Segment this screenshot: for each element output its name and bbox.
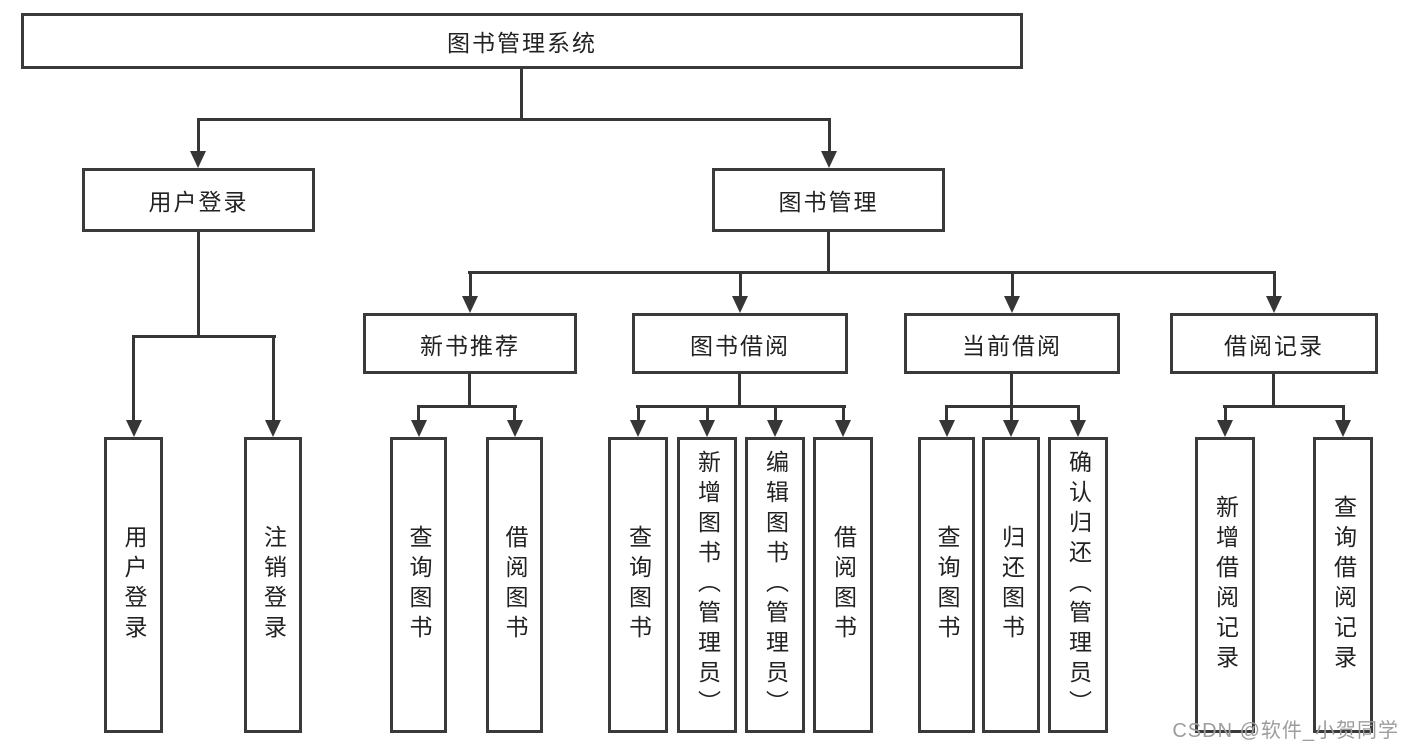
node-book-borrowing: 图书借阅 [632,313,848,374]
connector-book-borrow-stem [738,374,741,408]
connector-leaf-drop [1342,405,1345,423]
leaf-label: 用户登录 [121,525,147,645]
connector-leaf-drop [842,405,845,423]
connector-leaf-drop [1224,405,1227,423]
connector-book-mgmt-bus [468,271,1276,274]
connector-current-borrow-stem [1010,374,1013,408]
leaf-label: 注销登录 [260,525,287,645]
arrowhead-leaf [507,420,523,437]
connector-section-drop [739,271,742,299]
connector-new-book-bus [417,405,517,408]
leaf-query-borrow-record: 查询借阅记录 [1313,437,1373,733]
leaf-return-book: 归还图书 [982,437,1040,733]
connector-root-bus [197,118,831,121]
connector-leaf-drop [1077,405,1080,423]
connector-book-mgmt-drop [828,118,831,154]
arrowhead-current-borrow [1004,296,1020,313]
node-label: 图书借阅 [690,332,790,359]
connector-leaf-drop [272,335,275,421]
leaf-edit-book-admin: 编辑图书（管理员） [745,437,805,733]
connector-user-login-drop [197,118,200,154]
arrowhead-user-login [190,151,206,168]
connector-leaf-drop [706,405,709,423]
connector-new-book-stem [468,374,471,408]
leaf-query-books-recommend: 查询图书 [390,437,447,733]
arrowhead-leaf [1335,420,1351,437]
leaf-label: 新增借阅记录 [1212,495,1239,675]
connector-section-drop [1011,271,1014,299]
node-label: 图书管理 [778,189,879,215]
node-borrow-records: 借阅记录 [1170,313,1378,374]
leaf-label: 借阅图书 [830,525,857,645]
leaf-borrow-books-borrowing: 借阅图书 [813,437,873,733]
arrowhead-leaf [265,420,281,437]
csdn-watermark: CSDN @软件_小贺同学 [1172,720,1399,742]
connector-book-borrow-bus [636,405,846,408]
connector-leaf-drop [417,405,420,423]
node-new-book-recommend: 新书推荐 [363,313,577,374]
arrowhead-leaf [630,420,646,437]
leaf-label: 编辑图书（管理员） [762,450,789,720]
node-label: 新书推荐 [420,332,520,359]
connector-leaf-drop [513,405,516,423]
connector-leaf-drop [774,405,777,423]
leaf-label: 查询图书 [406,525,432,645]
leaf-logout: 注销登录 [244,437,302,733]
node-label: 图书管理系统 [447,30,597,56]
arrowhead-leaf [1003,420,1019,437]
connector-book-mgmt-stem [827,232,830,274]
arrowhead-leaf [767,420,783,437]
leaf-borrow-books-recommend: 借阅图书 [486,437,543,733]
arrowhead-leaf [939,420,955,437]
connector-user-login-bus [132,335,276,338]
node-user-login: 用户登录 [82,168,315,232]
arrowhead-leaf [411,420,427,437]
leaf-query-books-borrowing: 查询图书 [608,437,668,733]
connector-leaf-drop [132,335,135,421]
connector-root-stem [520,69,523,121]
leaf-label: 查询图书 [934,525,960,645]
leaf-add-book-admin: 新增图书（管理员） [677,437,737,733]
connector-leaf-drop [1010,405,1013,423]
connector-records-stem [1272,374,1275,408]
leaf-label: 确认归还（管理员） [1065,450,1092,720]
connector-leaf-drop [637,405,640,423]
node-book-management: 图书管理 [712,168,945,232]
connector-user-login-stem [197,232,200,338]
connector-records-bus [1223,405,1343,408]
arrowhead-leaf [126,420,142,437]
arrowhead-book-borrow [732,296,748,313]
leaf-user-login: 用户登录 [104,437,163,733]
leaf-query-books-current: 查询图书 [918,437,975,733]
arrowhead-leaf [1217,420,1233,437]
leaf-label: 借阅图书 [502,525,528,645]
leaf-label: 归还图书 [998,525,1025,645]
leaf-confirm-return-admin: 确认归还（管理员） [1048,437,1108,733]
arrowhead-new-book [462,296,478,313]
leaf-label: 新增图书（管理员） [694,450,721,720]
node-label: 当前借阅 [962,332,1062,359]
arrowhead-book-mgmt [821,151,837,168]
connector-section-drop [469,271,472,299]
node-label: 借阅记录 [1224,332,1324,359]
arrowhead-leaf [699,420,715,437]
node-library-management-system: 图书管理系统 [21,13,1023,69]
connector-section-drop [1273,271,1276,299]
arrowhead-borrow-records [1266,296,1282,313]
node-label: 用户登录 [148,189,249,215]
leaf-add-borrow-record: 新增借阅记录 [1195,437,1255,733]
leaf-label: 查询借阅记录 [1330,495,1357,675]
connector-leaf-drop [945,405,948,423]
arrowhead-leaf [835,420,851,437]
arrowhead-leaf [1070,420,1086,437]
node-current-borrowing: 当前借阅 [904,313,1120,374]
leaf-label: 查询图书 [625,525,652,645]
